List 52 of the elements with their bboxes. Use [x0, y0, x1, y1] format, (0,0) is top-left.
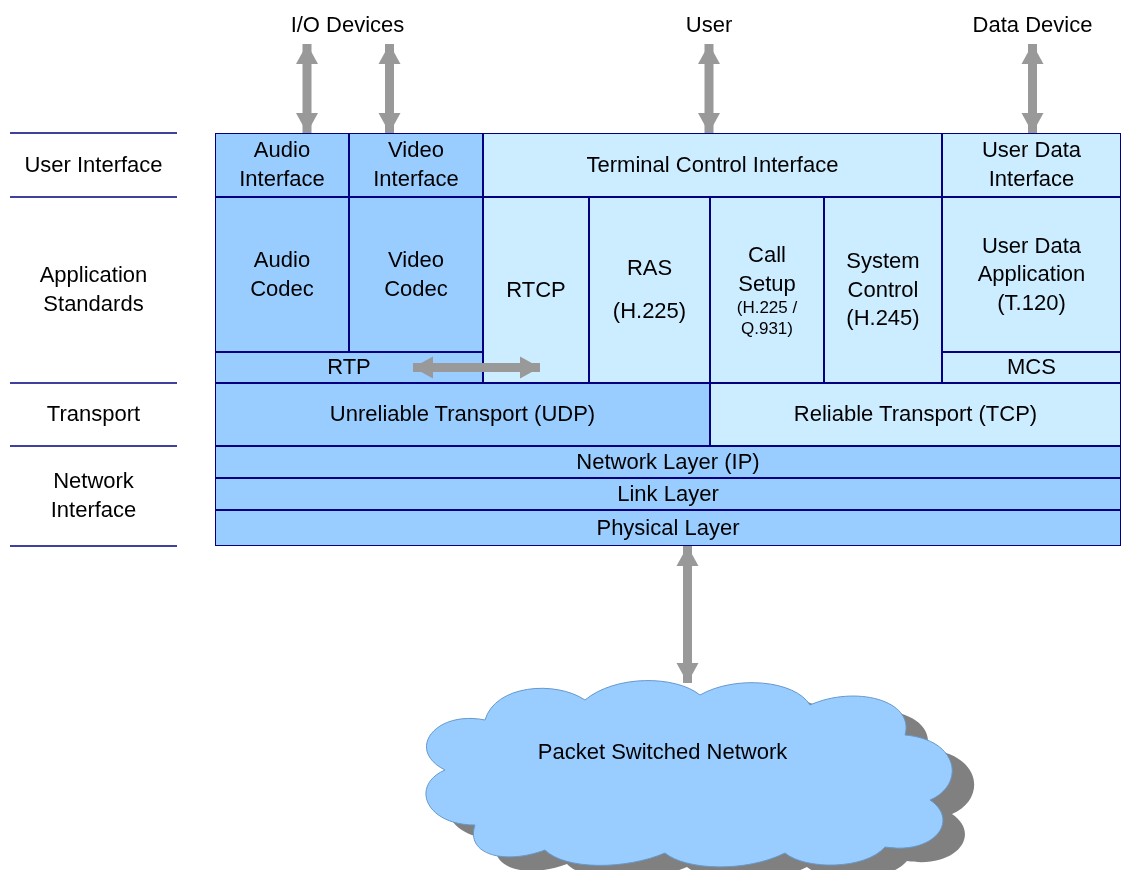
layer-label: System Control (H.245) — [845, 247, 921, 333]
layer-label: Audio Codec — [249, 245, 315, 303]
layer-label: RTP — [327, 353, 371, 382]
layer-box — [349, 197, 483, 352]
layer-box — [710, 383, 1121, 446]
layer-box — [349, 133, 483, 197]
layer-label: (H.225 / Q.931) — [735, 298, 799, 339]
layer-label: User Data Application (T.120) — [976, 231, 1087, 317]
double-arrow — [1021, 44, 1044, 133]
layer-box — [215, 352, 483, 383]
layer-label: Link Layer — [617, 479, 719, 508]
layer-box — [483, 197, 589, 383]
layer-label: User Data Interface — [980, 136, 1082, 193]
layer-label: Video Codec — [383, 245, 449, 303]
layer-label: RTCP — [506, 275, 566, 304]
endpoint-label: I/O Devices — [265, 6, 430, 44]
layer-box — [215, 383, 710, 446]
double-arrow — [676, 546, 699, 683]
layer-label: Unreliable Transport (UDP) — [329, 400, 596, 429]
layer-label: Audio Interface — [238, 136, 326, 193]
layer-box — [824, 197, 942, 383]
layer-label: Video Interface — [372, 136, 460, 193]
layer-box — [589, 197, 710, 383]
layer-label: Network Layer (IP) — [576, 447, 760, 476]
layer-label: Call Setup — [737, 241, 797, 298]
layer-box — [215, 133, 349, 197]
layer-box — [483, 133, 942, 197]
cloud-label: Packet Switched Network — [537, 738, 788, 767]
layer-label: Physical Layer — [596, 513, 740, 542]
layer-box — [942, 133, 1121, 197]
layer-box — [215, 197, 349, 352]
layer-name: User Interface — [24, 150, 163, 179]
double-arrow — [378, 44, 401, 133]
layer-box — [710, 197, 824, 383]
endpoint-label: Data Device — [950, 6, 1115, 44]
layer-name: Application Standards — [38, 261, 149, 318]
endpoint-label: User — [670, 6, 748, 44]
layer-box — [942, 197, 1121, 352]
layer-label: (H.225) — [612, 297, 687, 325]
layer-label: RAS — [626, 254, 673, 283]
double-arrow — [413, 356, 540, 379]
layer-label: Terminal Control Interface — [586, 150, 839, 179]
layer-box — [215, 478, 1121, 510]
double-arrow — [698, 44, 720, 133]
layer-box — [942, 352, 1121, 383]
layer-name: Transport — [46, 400, 141, 429]
layer-label: MCS — [1007, 353, 1056, 382]
layer-box — [215, 446, 1121, 478]
layer-name: Network Interface — [49, 467, 138, 524]
double-arrow — [296, 44, 318, 133]
layer-box — [215, 510, 1121, 546]
layer-label: Reliable Transport (TCP) — [793, 400, 1038, 429]
